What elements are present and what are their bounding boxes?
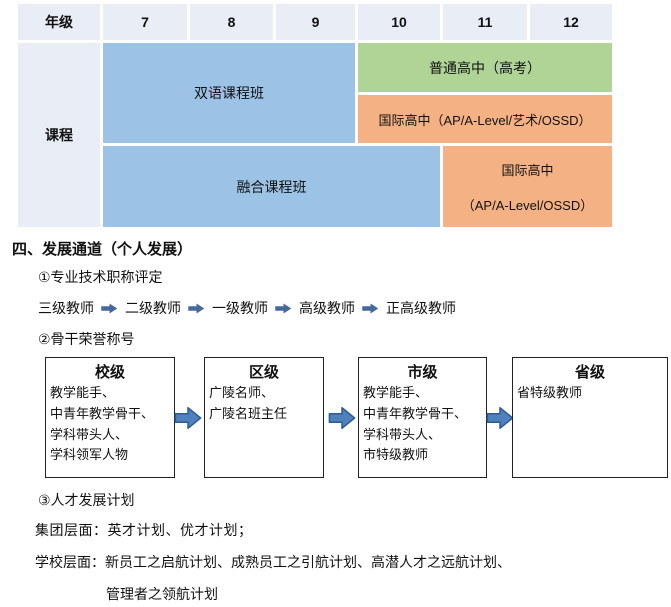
grade-header-7: 7	[103, 4, 187, 40]
item-title-talent-plan: ③人才发展计划	[38, 492, 135, 508]
grade-header-9: 9	[276, 4, 355, 40]
honor-box-title: 市级	[407, 364, 438, 381]
teacher-rank-ladder: 三级教师 二级教师 一级教师 高级教师 正高级教师	[38, 298, 456, 318]
grade-header-8: 8	[190, 4, 273, 40]
honor-box-province-level: 省级 省特级教师	[512, 357, 668, 478]
grade-header-label: 年级	[18, 4, 100, 40]
honor-box-content: 广陵名师、 广陵名班主任	[209, 385, 288, 421]
rank-level-3: 三级教师	[38, 300, 94, 316]
cell-bilingual-program: 双语课程班	[103, 43, 355, 143]
honor-box-school-level: 校级 教学能手、 中青年教学骨干、 学科带头人、 学科领军人物	[45, 357, 175, 478]
honor-box-content: 教学能手、 中青年教学骨干、 学科带头人、 市特级教师	[363, 385, 468, 463]
cell-intl-highschool-ossd-line2: （AP/A-Level/OSSD）	[461, 197, 594, 213]
right-block-arrow-icon	[174, 406, 202, 430]
grade-header-10: 10	[358, 4, 440, 40]
honor-box-district-level: 区级 广陵名师、 广陵名班主任	[204, 357, 324, 478]
right-arrow-icon	[275, 302, 292, 314]
curriculum-table: 年级 7 8 9 10 11 12 课程 双语课程班 普通高中（高考） 国际高中…	[18, 4, 612, 227]
cell-intl-highschool-art-ossd: 国际高中（AP/A-Level/艺术/OSSD）	[358, 95, 612, 143]
right-arrow-icon	[362, 302, 379, 314]
right-block-arrow-icon	[486, 406, 514, 430]
cell-regular-highschool: 普通高中（高考）	[358, 43, 612, 92]
honor-box-content: 省特级教师	[517, 385, 583, 400]
right-arrow-icon	[188, 302, 205, 314]
school-level-line1: 学校层面：新员工之启航计划、成熟员工之引航计划、高潜人才之远航计划、	[35, 554, 511, 570]
section-heading: 四、发展通道（个人发展）	[12, 241, 193, 258]
cell-intl-highschool-ossd: 国际高中 （AP/A-Level/OSSD）	[443, 146, 612, 227]
rank-level-2: 二级教师	[125, 300, 181, 316]
group-level-line: 集团层面：英才计划、优才计划；	[35, 522, 253, 538]
grade-header-12: 12	[530, 4, 612, 40]
item-title-honor: ②骨干荣誉称号	[38, 331, 135, 347]
honor-box-title: 校级	[94, 364, 125, 381]
cell-fusion-program: 融合课程班	[103, 146, 440, 227]
rank-level-1: 一级教师	[212, 300, 268, 316]
honor-box-content: 教学能手、 中青年教学骨干、 学科带头人、 学科领军人物	[50, 385, 155, 463]
honor-box-title: 省级	[574, 364, 605, 381]
item-title-evaluation: ①专业技术职称评定	[38, 269, 163, 285]
right-arrow-icon	[101, 302, 118, 314]
right-block-arrow-icon	[328, 406, 356, 430]
grade-header-11: 11	[443, 4, 527, 40]
cell-intl-highschool-ossd-line1: 国际高中	[501, 162, 554, 178]
rank-full-senior: 正高级教师	[386, 300, 456, 316]
school-level-line2: 管理者之领航计划	[106, 586, 218, 602]
honor-box-title: 区级	[248, 364, 279, 381]
rank-senior: 高级教师	[299, 300, 355, 316]
honor-box-city-level: 市级 教学能手、 中青年教学骨干、 学科带头人、 市特级教师	[358, 357, 487, 478]
course-row-label: 课程	[18, 43, 100, 227]
